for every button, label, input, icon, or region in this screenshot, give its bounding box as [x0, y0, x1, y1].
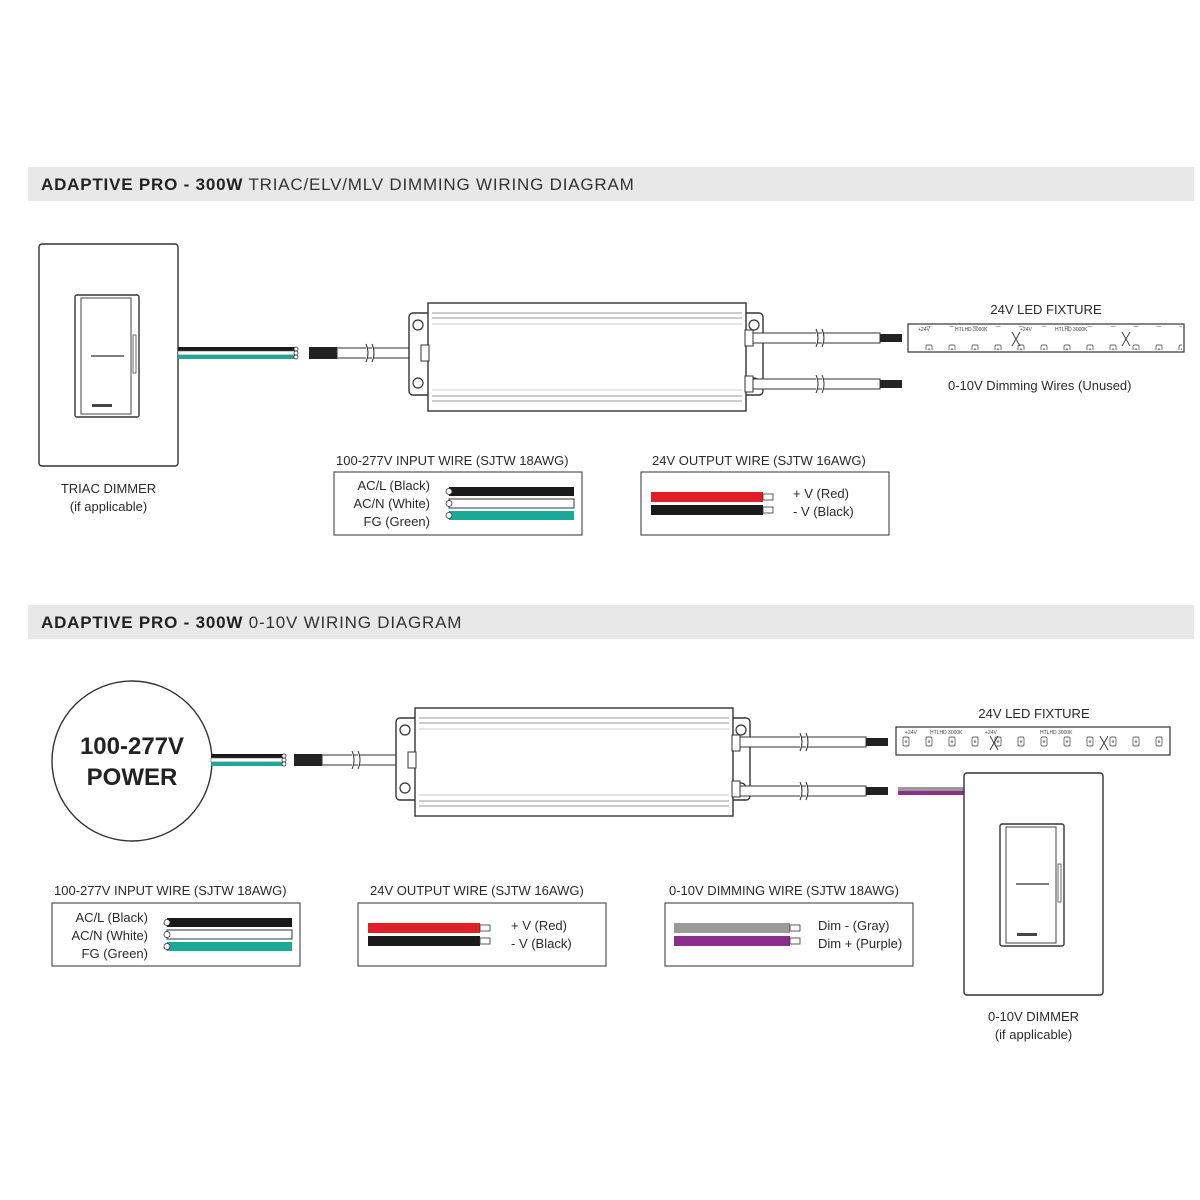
- section-banner-010v: ADAPTIVE PRO - 300W 0-10V WIRING DIAGRAM: [28, 605, 1194, 639]
- svg-text:HTLHD 3000K: HTLHD 3000K: [930, 730, 963, 736]
- svg-text:HTLHD 3000K: HTLHD 3000K: [1040, 730, 1073, 736]
- driver-bottom: [395, 707, 751, 817]
- led-strip-bottom: +24V HTLHD 3000K +24V HTLHD 3000K: [895, 726, 1171, 756]
- bottom-input-wires: [210, 750, 409, 770]
- legend-input-top-fg: FG (Green): [363, 514, 430, 529]
- power-label: 100-277V POWER: [52, 731, 212, 793]
- legend-input-top-acn: AC/N (White): [353, 496, 430, 511]
- legend-input-bottom-fg: FG (Green): [81, 946, 148, 961]
- legend-output-bottom-neg: - V (Black): [511, 936, 572, 951]
- section-title-triac: ADAPTIVE PRO - 300W TRIAC/ELV/MLV DIMMIN…: [41, 175, 635, 194]
- driver-top: [408, 302, 764, 412]
- unused-dimming-label: 0-10V Dimming Wires (Unused): [948, 378, 1132, 393]
- legend-input-bottom: [51, 902, 301, 967]
- legend-output-bottom-pos: + V (Red): [511, 918, 567, 933]
- legend-output-bottom-title: 24V OUTPUT WIRE (SJTW 16AWG): [370, 883, 584, 898]
- legend-input-bottom-title: 100-277V INPUT WIRE (SJTW 18AWG): [54, 883, 287, 898]
- legend-input-bottom-acn: AC/N (White): [71, 928, 148, 943]
- legend-output-top: [640, 471, 890, 536]
- triac-dimmer-sublabel: (if applicable): [69, 499, 148, 514]
- strip-mark-voltage: +24V: [918, 327, 930, 333]
- bottom-output-cables: [739, 732, 964, 801]
- legend-dimming-pos: Dim + (Purple): [818, 936, 903, 951]
- fixture-label-top: 24V LED FIXTURE: [990, 302, 1102, 317]
- power-label-line1: 100-277V: [79, 733, 185, 760]
- svg-text:+24V: +24V: [985, 730, 997, 736]
- triac-dimmer: [38, 243, 179, 467]
- legend-output-top-pos: + V (Red): [793, 486, 849, 501]
- legend-input-bottom-acl: AC/L (Black): [75, 910, 148, 925]
- legend-dimming-bottom: [664, 902, 914, 967]
- led-strip-top: +24V HTLHD 3000K +24V HTLHD 3000K: [907, 323, 1185, 353]
- 010v-dimmer: [963, 772, 1104, 996]
- 010v-dimmer-label: 0-10V DIMMER: [987, 1009, 1080, 1024]
- legend-input-top: [333, 471, 583, 536]
- legend-dimming-title: 0-10V DIMMING WIRE (SJTW 18AWG): [669, 883, 899, 898]
- legend-output-top-neg: - V (Black): [793, 504, 854, 519]
- svg-text:+24V: +24V: [905, 730, 917, 736]
- section-banner-triac: ADAPTIVE PRO - 300W TRIAC/ELV/MLV DIMMIN…: [28, 167, 1194, 201]
- legend-input-top-title: 100-277V INPUT WIRE (SJTW 18AWG): [336, 453, 569, 468]
- svg-text:+24V: +24V: [1020, 327, 1032, 333]
- fixture-label-bottom: 24V LED FIXTURE: [978, 706, 1090, 721]
- power-label-line2: POWER: [86, 764, 178, 791]
- svg-text:HTLHD 3000K: HTLHD 3000K: [1055, 327, 1088, 333]
- 010v-dimmer-sublabel: (if applicable): [994, 1027, 1073, 1042]
- legend-output-top-title: 24V OUTPUT WIRE (SJTW 16AWG): [652, 453, 866, 468]
- triac-dimmer-label: TRIAC DIMMER: [60, 481, 157, 496]
- top-output-cables: [752, 328, 902, 394]
- strip-mark-model: HTLHD 3000K: [955, 327, 988, 333]
- legend-dimming-neg: Dim - (Gray): [818, 918, 890, 933]
- section-title-010v: ADAPTIVE PRO - 300W 0-10V WIRING DIAGRAM: [41, 613, 463, 632]
- legend-output-bottom: [357, 902, 607, 967]
- top-input-wires: [177, 343, 422, 363]
- legend-input-top-acl: AC/L (Black): [357, 478, 430, 493]
